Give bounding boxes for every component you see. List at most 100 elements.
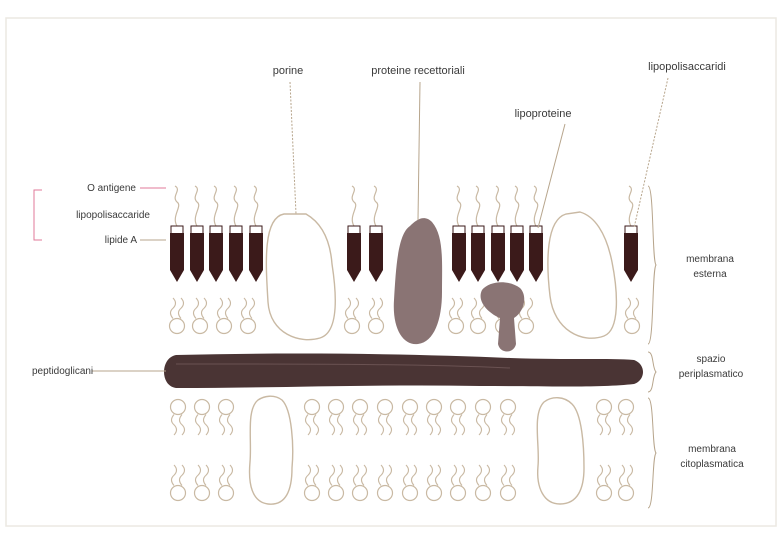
phospholipid-tail — [436, 465, 441, 486]
lps-core — [191, 226, 203, 234]
phospholipid-tail — [620, 415, 625, 436]
lps-core — [210, 226, 222, 234]
phospholipid-tail — [179, 298, 184, 319]
phospholipid-tail — [404, 465, 409, 486]
phospholipid-head — [345, 319, 360, 334]
lipid-a-block — [190, 233, 204, 282]
membrane-protein-1 — [250, 396, 293, 504]
o-antigen-chain — [374, 186, 378, 226]
phospholipid-tail — [362, 465, 367, 486]
phospholipid-tail — [528, 298, 533, 319]
o-antigen-chain — [515, 186, 519, 226]
peptidoglycan-band — [164, 354, 643, 388]
phospholipid-tail — [634, 298, 639, 319]
phospholipid-tail — [354, 415, 359, 436]
phospholipid-head — [378, 400, 393, 415]
phospholipid-tail — [180, 465, 185, 486]
phospholipid-tail — [306, 415, 311, 436]
lps-core — [492, 226, 504, 234]
phospholipid-head — [171, 486, 186, 501]
o-antigen-chain — [352, 186, 356, 226]
phospholipid-tail — [450, 298, 455, 319]
lipid-a-block — [170, 233, 184, 282]
phospholipid-tail — [477, 465, 482, 486]
phospholipid-tail — [204, 465, 209, 486]
phospholipid-tail — [452, 415, 457, 436]
lipid-a-block — [529, 233, 543, 282]
phospholipid-head — [476, 400, 491, 415]
lipoprotein — [481, 282, 525, 351]
phospholipid-tail — [204, 415, 209, 436]
phospholipid-tail — [598, 465, 603, 486]
phospholipid-tail — [606, 415, 611, 436]
label-lipopolisaccaride: lipopolisaccaride — [76, 210, 150, 221]
phospholipid-tail — [196, 415, 201, 436]
label-lipopolisaccaridi: lipopolisaccaridi — [648, 61, 726, 73]
o-antigen-chain — [496, 186, 500, 226]
lps-core — [171, 226, 183, 234]
lps-core — [370, 226, 382, 234]
phospholipid-head — [451, 486, 466, 501]
phospholipid-head — [170, 319, 185, 334]
phospholipid-tail — [330, 465, 335, 486]
phospholipid-tail — [620, 465, 625, 486]
phospholipid-head — [171, 400, 186, 415]
phospholipid-tail — [628, 415, 633, 436]
lps-core — [472, 226, 484, 234]
phospholipid-tail — [485, 415, 490, 436]
phospholipid-head — [378, 486, 393, 501]
phospholipid-tail — [202, 298, 207, 319]
phospholipid-tail — [314, 465, 319, 486]
porin-1 — [266, 214, 335, 340]
label-membrana-esterna-2: esterna — [693, 269, 727, 280]
phospholipid-head — [501, 486, 516, 501]
phospholipid-tail — [378, 298, 383, 319]
membrane-protein-2 — [537, 398, 584, 504]
lipid-a-block — [471, 233, 485, 282]
cytoplasmic-membrane — [171, 396, 634, 504]
peptidoglycan-layer — [164, 354, 643, 388]
label-membrana-citoplasmatica-2: citoplasmatica — [680, 459, 744, 470]
phospholipid-tail — [220, 465, 225, 486]
phospholipid-tail — [502, 465, 507, 486]
phospholipid-tail — [172, 465, 177, 486]
phospholipid-head — [501, 400, 516, 415]
label-lipide-a: lipide A — [105, 235, 138, 246]
bracket-lipopolisaccaride — [34, 190, 42, 240]
o-antigen-chain — [534, 186, 538, 226]
phospholipid-tail — [354, 465, 359, 486]
phospholipid-head — [519, 319, 534, 334]
phospholipid-tail — [626, 298, 631, 319]
leader-proteine-recettoriali — [418, 82, 420, 220]
brace-spazio-periplasmatico — [648, 352, 656, 392]
lps-core — [530, 226, 542, 234]
lps-core — [453, 226, 465, 234]
leader-lipoproteine — [538, 124, 565, 228]
phospholipid-head — [305, 400, 320, 415]
phospholipid-head — [219, 400, 234, 415]
phospholipid-tail — [314, 415, 319, 436]
phospholipid-tail — [196, 465, 201, 486]
phospholipid-tail — [502, 415, 507, 436]
phospholipid-tail — [379, 465, 384, 486]
phospholipid-head — [305, 486, 320, 501]
phospholipid-tail — [472, 298, 477, 319]
phospholipid-tail — [218, 298, 223, 319]
phospholipid-tail — [354, 298, 359, 319]
phospholipid-tail — [606, 465, 611, 486]
receptor-protein — [394, 218, 442, 344]
o-antigen-chain — [476, 186, 480, 226]
o-antigen-chain — [234, 186, 238, 226]
phospholipid-tail — [242, 298, 247, 319]
phospholipid-tail — [404, 415, 409, 436]
phospholipid-head — [353, 486, 368, 501]
phospholipid-tail — [379, 415, 384, 436]
phospholipid-tail — [428, 415, 433, 436]
label-spazio-1: spazio — [697, 354, 726, 365]
outer-membrane — [170, 186, 640, 352]
phospholipid-tail — [226, 298, 231, 319]
phospholipid-tail — [306, 465, 311, 486]
lipid-a-block — [347, 233, 361, 282]
